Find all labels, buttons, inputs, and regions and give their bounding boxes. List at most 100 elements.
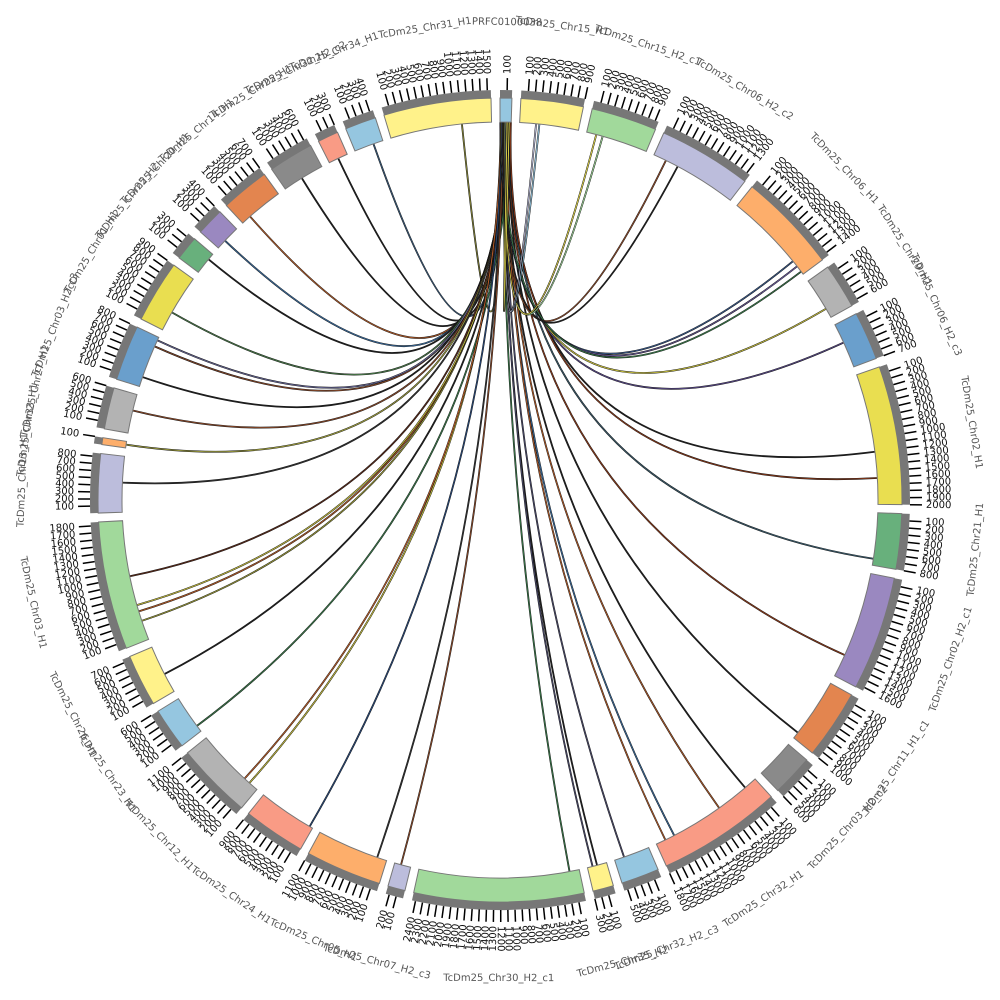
- segment-block[interactable]: [247, 794, 314, 850]
- segment-block[interactable]: [129, 646, 175, 705]
- tick-mark: [412, 901, 417, 914]
- tick-label: 200: [913, 593, 934, 608]
- segment-TcDm25_Chr02_H1[interactable]: 1002003004005006007008009001000110012001…: [856, 355, 985, 511]
- link: [509, 122, 878, 480]
- tick-mark: [317, 869, 325, 882]
- tick-mark: [78, 525, 91, 528]
- tick-mark: [419, 902, 424, 915]
- tick-mark: [633, 887, 640, 899]
- tick-mark: [535, 908, 539, 921]
- tick-mark: [426, 903, 431, 916]
- segment-block[interactable]: [519, 98, 585, 131]
- tick-mark: [442, 81, 446, 94]
- segment-TcDm25_Chr03_H2_c3[interactable]: 100200300400500600700800TcDm25_Chr03_H2_…: [30, 271, 160, 388]
- link: [503, 122, 511, 312]
- segment-block[interactable]: [199, 210, 238, 249]
- tick-mark: [668, 872, 676, 885]
- tick-label: 300: [593, 913, 608, 934]
- segment-block[interactable]: [736, 186, 824, 275]
- segment-block[interactable]: [140, 264, 194, 331]
- segment-block[interactable]: [178, 238, 214, 274]
- tick-mark: [338, 878, 345, 891]
- segment-block[interactable]: [871, 512, 903, 570]
- segment-block[interactable]: [103, 387, 138, 434]
- tick-mark: [200, 202, 210, 212]
- segment-block[interactable]: [834, 312, 877, 368]
- tick-mark: [722, 145, 731, 157]
- tick-mark: [884, 641, 897, 647]
- segment-axis-band: [93, 436, 103, 445]
- tick-mark: [152, 258, 164, 267]
- segment-block[interactable]: [101, 437, 128, 449]
- segment-block[interactable]: [383, 97, 493, 139]
- tick-mark: [608, 895, 613, 908]
- tick-mark: [97, 623, 110, 629]
- segment-TcDm25_Chr31_H1[interactable]: 1002003004005006007008009001000110012001…: [373, 16, 493, 139]
- segment-block[interactable]: [97, 452, 126, 514]
- tick-mark: [278, 140, 286, 152]
- segment-block[interactable]: [307, 831, 388, 885]
- segment-block[interactable]: [225, 173, 280, 224]
- tick-mark: [864, 686, 876, 694]
- segment-block[interactable]: [345, 117, 384, 152]
- tick-label: 300: [55, 486, 74, 497]
- tick-label: 200: [600, 911, 615, 932]
- segment-block[interactable]: [760, 743, 808, 792]
- tick-mark: [765, 811, 775, 822]
- segment-TcDm25_Chr15_H2_c1[interactable]: 100200300400500600700800900TcDm25_Chr15_…: [586, 23, 702, 153]
- segment-block[interactable]: [586, 108, 657, 153]
- segment-TcDm25_Chr06_H2_c2[interactable]: 1002003004005006007008009001000110012001…: [653, 56, 795, 201]
- segment-block[interactable]: [413, 868, 585, 903]
- tick-label: 200: [381, 68, 397, 89]
- tick-label: 1100: [449, 50, 463, 76]
- segment-block[interactable]: [793, 682, 853, 754]
- link-outline: [376, 122, 504, 858]
- segment-block[interactable]: [614, 846, 659, 884]
- segment-block[interactable]: [317, 131, 348, 164]
- tick-mark: [541, 80, 545, 93]
- segment-block[interactable]: [157, 697, 202, 747]
- segment-TcDm25_Chr30_H2_c1[interactable]: 1002003004005006007008009001000110012001…: [402, 868, 591, 984]
- segment-block[interactable]: [833, 572, 895, 688]
- tick-label: 300: [614, 71, 630, 92]
- segment-TcDm25_Chr02_H2_c1[interactable]: 1002003004005006007008009001000110012001…: [833, 572, 975, 715]
- tick-label: 500: [911, 385, 932, 400]
- tick-label: 300: [911, 600, 932, 615]
- segment-block[interactable]: [586, 862, 614, 892]
- tick-label: 2000: [926, 500, 952, 511]
- segment-block[interactable]: [115, 326, 160, 388]
- segment-TcDm25_Chr05_H1[interactable]: 10020030040050060070080090010001100TcDm2…: [267, 831, 388, 964]
- segment-TcDm25_Chr32_H1[interactable]: 1002003004005006007008009001000110012001…: [655, 778, 806, 930]
- tick-label: 1800: [926, 484, 952, 496]
- segment-block[interactable]: [186, 737, 258, 809]
- segment-TcDm25_Chr12_H1[interactable]: 10020030040050060070080090010001100TcDm2…: [121, 737, 258, 873]
- link-ribbon: [510, 122, 878, 480]
- segment-TcDm25_Chr03_H1[interactable]: 1002003004005006007008009001000110012001…: [17, 520, 150, 663]
- tick-mark: [883, 350, 896, 357]
- segment-TcDm25_Chr01_H1[interactable]: 100200300400500600700800900TcDm25_Chr01_…: [62, 209, 194, 331]
- segment-block[interactable]: [807, 266, 853, 318]
- segment-block[interactable]: [387, 862, 412, 892]
- link-ribbon: [502, 122, 802, 358]
- segment-block[interactable]: [856, 366, 903, 506]
- tick-mark: [900, 586, 913, 591]
- segment-block[interactable]: [98, 520, 150, 649]
- segment-block[interactable]: [499, 97, 513, 123]
- tick-mark: [331, 875, 338, 888]
- tick-mark: [903, 570, 916, 574]
- tick-label: 800: [524, 925, 536, 945]
- segment-block[interactable]: [655, 778, 772, 867]
- segment-axis-band: [593, 885, 616, 899]
- tick-mark: [549, 906, 553, 919]
- tick-mark: [79, 539, 93, 543]
- segment-TcDm25_Chr15_H1[interactable]: 100200300400500600700800900TcDm25_Chr15_…: [514, 15, 610, 131]
- tick-mark: [448, 906, 452, 920]
- segment-block[interactable]: [270, 144, 323, 190]
- tick-label: 500: [69, 378, 90, 394]
- tick-mark: [734, 154, 743, 165]
